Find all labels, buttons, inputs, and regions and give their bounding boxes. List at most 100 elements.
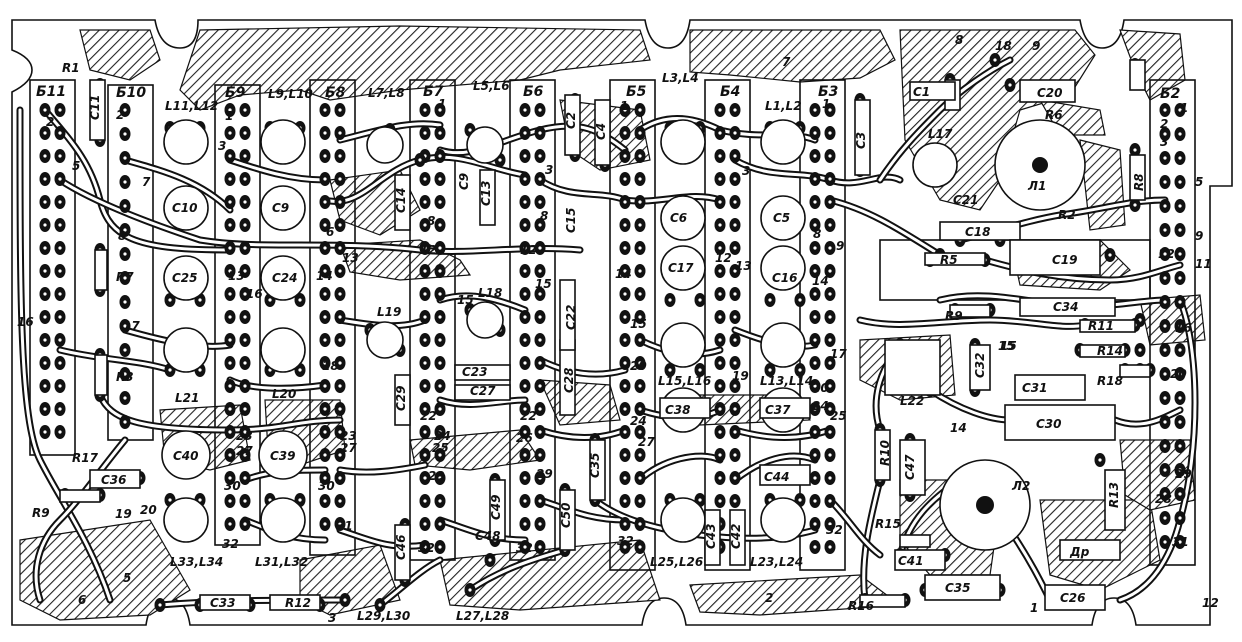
components: [59, 59, 1151, 611]
pin-number: 15: [998, 339, 1015, 353]
pad-hole: [813, 522, 817, 526]
pad-hole: [123, 132, 127, 136]
pad-hole: [158, 603, 162, 607]
pad-hole: [228, 522, 232, 526]
pin-number: 9: [1032, 39, 1040, 53]
pin-number: 9: [1195, 229, 1203, 243]
pad-hole: [523, 361, 527, 365]
coil-label: L29,L30: [357, 609, 410, 623]
pin-number: 7: [782, 55, 791, 69]
pad-hole: [58, 223, 62, 227]
pad-hole: [1178, 372, 1182, 376]
resistor-label: R11: [1088, 319, 1114, 333]
pin-number: 30: [318, 479, 335, 493]
pin-number: 5: [72, 159, 80, 173]
pad-hole: [798, 498, 802, 502]
pad-hole: [813, 154, 817, 158]
tube-label: Л1: [1027, 179, 1046, 193]
capacitor-label: C35: [588, 452, 602, 478]
pad-hole: [198, 298, 202, 302]
pad-hole: [423, 453, 427, 457]
copper-trace-highlight: [228, 158, 327, 182]
pad-hole: [228, 177, 232, 181]
pad-hole: [623, 476, 627, 480]
pin-number: 24: [812, 399, 829, 413]
pad-hole: [523, 453, 527, 457]
pad-hole: [1163, 132, 1167, 136]
pad-hole: [243, 108, 247, 112]
pad-hole: [523, 522, 527, 526]
pad-hole: [523, 430, 527, 434]
pad-hole: [423, 430, 427, 434]
pin-number: 11: [1195, 257, 1212, 271]
capacitor-label: C9: [272, 201, 289, 215]
coil-label: L20: [272, 387, 296, 401]
copper-trace-highlight: [638, 454, 722, 482]
pin-number: 32: [222, 537, 239, 551]
pad-hole: [1178, 252, 1182, 256]
pad-hole: [228, 361, 232, 365]
pin-number: 6: [326, 225, 334, 239]
capacitor-label: C11: [88, 94, 102, 120]
pad-hole: [718, 499, 722, 503]
pad-hole: [243, 269, 247, 273]
pin-number: 19: [115, 507, 132, 521]
pad-hole: [523, 407, 527, 411]
pad-hole: [123, 372, 127, 376]
pad-hole: [123, 276, 127, 280]
pad-hole: [338, 338, 342, 342]
pad-hole: [43, 315, 47, 319]
pad-hole: [438, 430, 442, 434]
pad-hole: [123, 204, 127, 208]
pad-hole: [438, 108, 442, 112]
pad-hole: [1178, 300, 1182, 304]
pad-hole: [538, 453, 542, 457]
pad-hole: [638, 430, 642, 434]
coil-label: L19: [377, 305, 401, 319]
capacitor-label: C44: [764, 470, 790, 484]
capacitor-label: C28: [562, 367, 576, 393]
capacitor-label: C46: [394, 534, 408, 560]
resistor-label: R12: [285, 596, 311, 610]
capacitor-label: C35: [945, 581, 971, 595]
pin-number: 31: [336, 519, 353, 533]
pad-hole: [298, 368, 302, 372]
pin-number: 26: [516, 431, 533, 445]
pad-hole: [538, 269, 542, 273]
pad-hole: [498, 158, 502, 162]
pad-hole: [733, 269, 737, 273]
pad-hole: [623, 292, 627, 296]
pin-number: 16: [1175, 321, 1192, 335]
pad-hole: [813, 384, 817, 388]
pad-hole: [623, 246, 627, 250]
pad-hole: [623, 407, 627, 411]
pad-hole: [538, 430, 542, 434]
pad-hole: [1008, 83, 1012, 87]
pin-number: 12: [1202, 596, 1219, 610]
pad-hole: [718, 154, 722, 158]
pad-hole: [623, 315, 627, 319]
capacitor-label: C48: [475, 529, 501, 543]
capacitor-label: C41: [898, 554, 924, 568]
pad-hole: [243, 131, 247, 135]
pad-hole: [1138, 348, 1142, 352]
pad-hole: [733, 200, 737, 204]
coil-label: L7,L8: [368, 86, 405, 100]
pin-number: 24: [630, 414, 647, 428]
pad-hole: [638, 269, 642, 273]
coil-label: L15,L16: [658, 374, 711, 388]
pad-hole: [1133, 148, 1137, 152]
tube-label: Л2: [1011, 479, 1030, 493]
pad-hole: [828, 499, 832, 503]
pin-number: 29: [1175, 467, 1192, 481]
capacitor-label: C25: [172, 271, 198, 285]
pad-hole: [768, 368, 772, 372]
pad-hole: [538, 246, 542, 250]
pad-hole: [123, 324, 127, 328]
pad-hole: [828, 407, 832, 411]
capacitor-label: C6: [670, 211, 687, 225]
pad-hole: [813, 131, 817, 135]
pin-number: 3: [1160, 135, 1168, 149]
pad-hole: [828, 131, 832, 135]
pad-hole: [733, 108, 737, 112]
